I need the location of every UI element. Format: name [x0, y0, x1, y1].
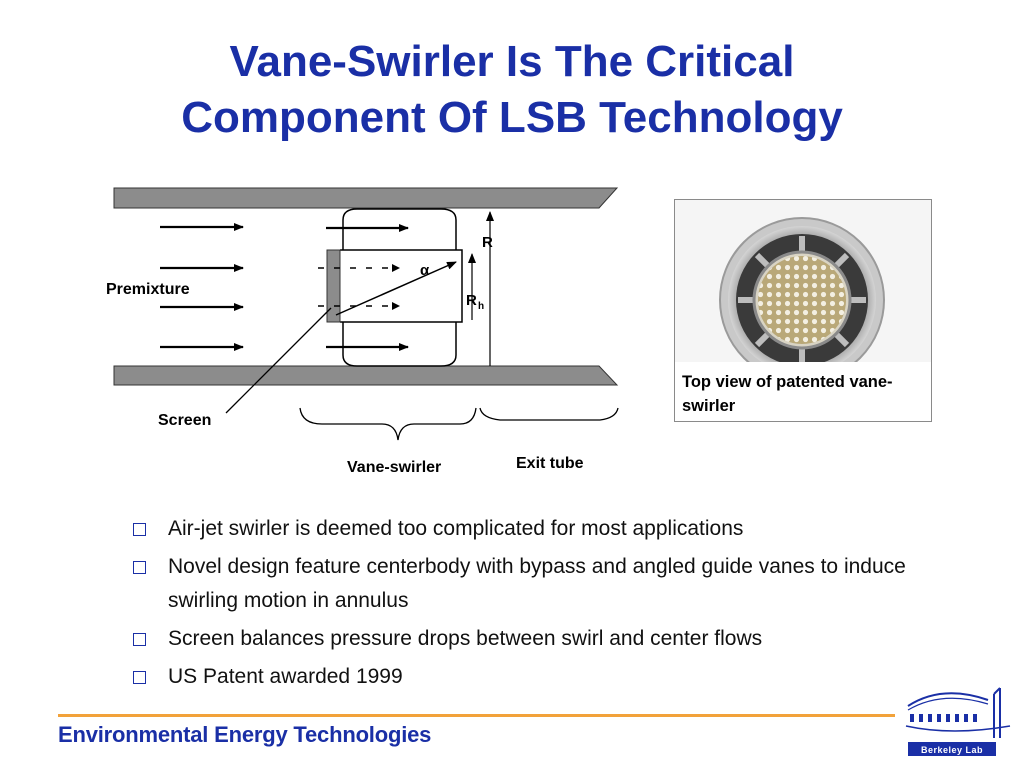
vane-swirler-label: Vane-swirler — [347, 459, 441, 476]
bullet-item: Air-jet swirler is deemed too complicate… — [130, 512, 920, 546]
photo-caption: Top view of patented vane-swirler — [682, 373, 893, 415]
upper-tube-wall — [113, 187, 619, 209]
premixture-label: Premixture — [106, 281, 190, 298]
bullet-box-icon — [133, 523, 146, 536]
bullet-item: Novel design feature centerbody with byp… — [130, 550, 920, 618]
screen-label: Screen — [158, 412, 211, 429]
swirler-photo-frame — [674, 199, 932, 422]
exit-tube-label: Exit tube — [516, 455, 584, 472]
logo-text: Berkeley Lab — [921, 745, 983, 755]
swirl-flow-arrows — [326, 224, 409, 351]
bullet-text: Novel design feature centerbody with byp… — [168, 555, 906, 612]
berkeley-lab-logo: Berkeley Lab — [905, 687, 1011, 756]
bullet-item: Screen balances pressure drops between s… — [130, 622, 920, 656]
rh-label: R — [466, 292, 477, 309]
bullet-box-icon — [133, 561, 146, 574]
bullet-list: Air-jet swirler is deemed too complicate… — [130, 512, 920, 698]
exit-tube-brace — [479, 407, 619, 421]
screen-plate — [326, 249, 341, 323]
lower-tube-wall — [113, 365, 619, 386]
footer-rule — [58, 714, 895, 717]
alpha-symbol: α — [420, 262, 430, 279]
bullet-box-icon — [133, 671, 146, 684]
bullet-text: Air-jet swirler is deemed too complicate… — [168, 517, 744, 540]
bullet-text: US Patent awarded 1999 — [168, 665, 403, 688]
screen-leader-line — [225, 307, 332, 414]
vane-swirler-brace — [299, 407, 477, 441]
title-line-1: Vane-Swirler Is The Critical — [229, 37, 795, 86]
r-label: R — [482, 234, 493, 251]
bullet-box-icon — [133, 633, 146, 646]
vane-angle-line — [335, 261, 457, 316]
swirl-annulus-bottom — [342, 322, 457, 367]
footer-program-name: Environmental Energy Technologies — [58, 722, 432, 747]
centerbody-outline — [340, 249, 463, 323]
swirl-annulus-top — [342, 208, 457, 250]
swirler-photo — [675, 200, 931, 421]
bullet-item: US Patent awarded 1999 — [130, 660, 920, 694]
bullet-text: Screen balances pressure drops between s… — [168, 627, 763, 650]
title-line-2: Component Of LSB Technology — [181, 93, 843, 142]
rh-subscript: h — [478, 301, 484, 312]
slide-title: Vane-Swirler Is The Critical Component O… — [0, 34, 1024, 146]
premixture-flow-arrows — [160, 223, 244, 351]
